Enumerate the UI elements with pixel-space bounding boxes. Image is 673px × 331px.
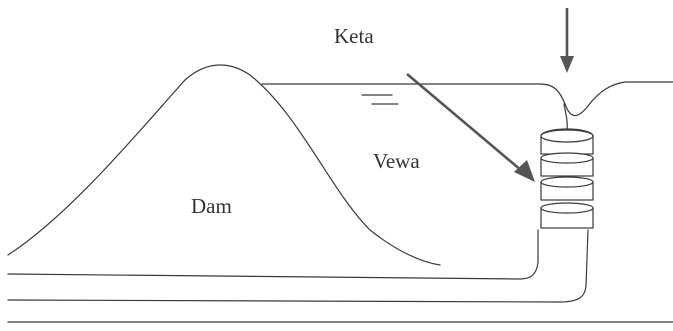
vertical-arrow	[560, 8, 574, 73]
ground-line-middle	[7, 229, 589, 303]
tower-disc-4-top	[540, 202, 594, 214]
dam-embankment	[7, 64, 441, 266]
label-reservoir: Vewa	[373, 149, 420, 173]
tower-disc-2-top	[540, 152, 594, 164]
right-ground	[564, 81, 673, 117]
water-surface	[261, 83, 566, 105]
diagonal-arrow	[406, 73, 535, 182]
tower-disc-3-top	[540, 176, 594, 188]
label-dam: Dam	[191, 194, 232, 218]
tower-disc-1-top	[540, 129, 594, 143]
ground-line-upper	[7, 229, 539, 280]
intake-tower	[540, 128, 594, 229]
label-top-arrow: Keta	[334, 24, 374, 48]
stack-neck	[563, 103, 568, 131]
